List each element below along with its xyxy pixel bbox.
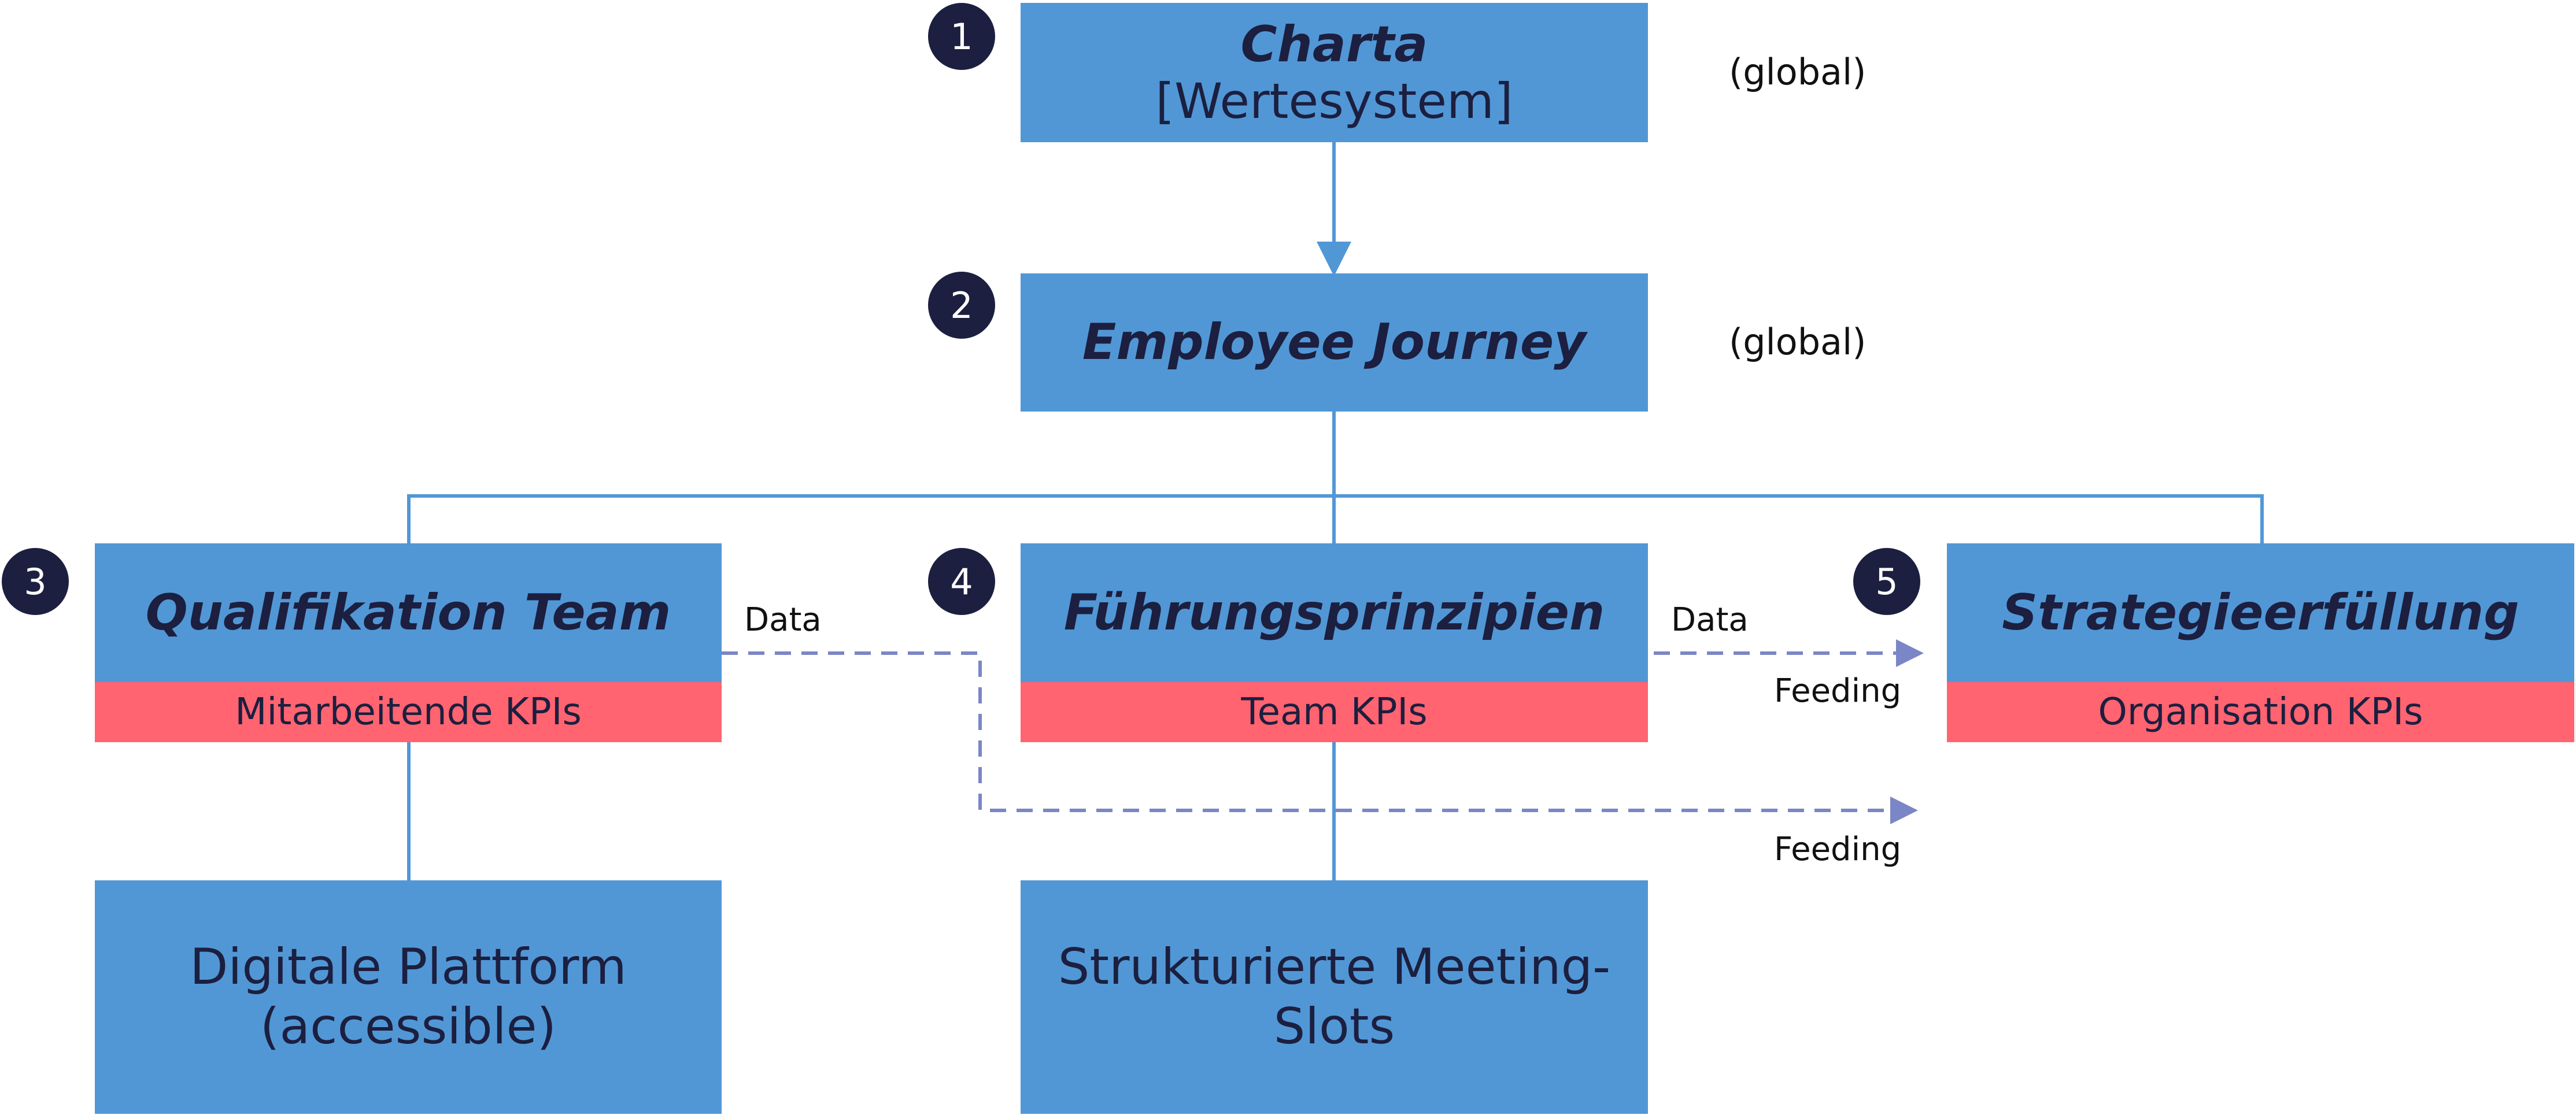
fuehrungsprinzipien-title: Führungsprinzipien [1063, 583, 1605, 642]
strategieerfuellung-title: Strategieerfüllung [2002, 583, 2519, 642]
employee-journey-box: Employee Journey [1021, 273, 1648, 412]
step-badge-5: 5 [1853, 548, 1920, 615]
feeding-lower-label: Feeding [1774, 831, 1902, 868]
meeting-slots-box: Strukturierte Meeting- Slots [1021, 880, 1648, 1114]
step-badge-4: 4 [928, 548, 995, 615]
charta-title: Charta [1240, 15, 1428, 73]
meeting-slots-line1: Strukturierte Meeting- [1058, 938, 1611, 996]
qualifikation-team-title: Qualifikation Team [145, 583, 671, 642]
charta-box: Charta [Wertesystem] [1021, 3, 1648, 142]
fuehrung-data-label: Data [1671, 601, 1749, 639]
step-badge-1: 1 [928, 3, 995, 70]
charta-subtitle: [Wertesystem] [1155, 72, 1513, 129]
step-badge-2: 2 [928, 272, 995, 339]
organisation-kpis-bar: Organisation KPIs [1947, 682, 2574, 742]
digitale-plattform-line2: (accessible) [260, 998, 557, 1055]
mitarbeitende-kpis-bar: Mitarbeitende KPIs [95, 682, 722, 742]
digitale-plattform-line1: Digitale Plattform [190, 938, 627, 996]
employee-journey-title: Employee Journey [1082, 313, 1587, 372]
meeting-slots-line2: Slots [1273, 998, 1395, 1055]
team-kpis-bar: Team KPIs [1021, 682, 1648, 742]
fuehrungsprinzipien-box: Führungsprinzipien [1021, 543, 1648, 682]
qualifikation-data-feed-arrow [722, 651, 1918, 824]
qualifikation-data-label: Data [744, 601, 822, 639]
charta-scope-note: (global) [1729, 51, 1867, 93]
qualifikation-team-box: Qualifikation Team [95, 543, 722, 682]
employee-journey-scope-note: (global) [1729, 321, 1867, 363]
strategieerfuellung-box: Strategieerfüllung [1947, 543, 2574, 682]
feeding-upper-label: Feeding [1774, 672, 1902, 710]
step-badge-3: 3 [2, 548, 69, 615]
branch-line [407, 494, 2264, 543]
digitale-plattform-box: Digitale Plattform (accessible) [95, 880, 722, 1114]
